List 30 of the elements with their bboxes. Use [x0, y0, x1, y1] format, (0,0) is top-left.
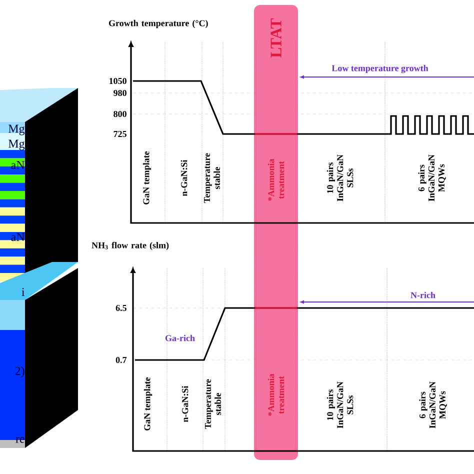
axis-title: Growth temperature (°C) — [108, 20, 208, 28]
tick-label: 0.7 — [116, 356, 127, 364]
layer-label: Mg — [8, 140, 25, 150]
node-label: LTAT — [270, 18, 282, 58]
tick-label: 6.5 — [116, 304, 126, 312]
region-label: Low temperature growth — [330, 64, 430, 74]
layer-label: aN — [11, 233, 25, 241]
process-band — [254, 5, 298, 460]
step-label: Temperature stable — [205, 379, 221, 429]
region-label: N-rich — [410, 290, 436, 300]
tick-label: 725 — [114, 130, 126, 138]
node-label: *Ammonia treatment — [268, 158, 284, 201]
step-label: 10 pairs InGaN/GaN SLSs — [326, 382, 354, 428]
layer-label: i — [22, 288, 25, 296]
step-label: GaN template — [144, 377, 152, 430]
step-label: n-GaN:Si — [180, 160, 188, 196]
step-label: GaN template — [142, 151, 152, 204]
layer-label: Mg — [8, 124, 25, 136]
node-label: *Ammonia treatment — [268, 374, 284, 416]
tick-label: 800 — [114, 110, 126, 118]
tick-label: 980 — [114, 90, 126, 96]
region-label: Ga-rich — [164, 334, 196, 342]
step-label: 6 pairs InGaN/GaN MQWs — [419, 382, 447, 428]
step-label: 10 pairs InGaN/GaN SLSs — [326, 154, 354, 202]
step-label: Temperature stable — [204, 153, 220, 203]
step-label: n-GaN:Si — [182, 386, 188, 422]
step-label: 6 pairs InGaN/GaN MQWs — [418, 154, 446, 202]
tick-label: 1050 — [110, 78, 126, 84]
axis-title: NH$_{3}$ flow rate (slm) — [92, 242, 169, 250]
layer-label: 2) — [15, 366, 24, 378]
